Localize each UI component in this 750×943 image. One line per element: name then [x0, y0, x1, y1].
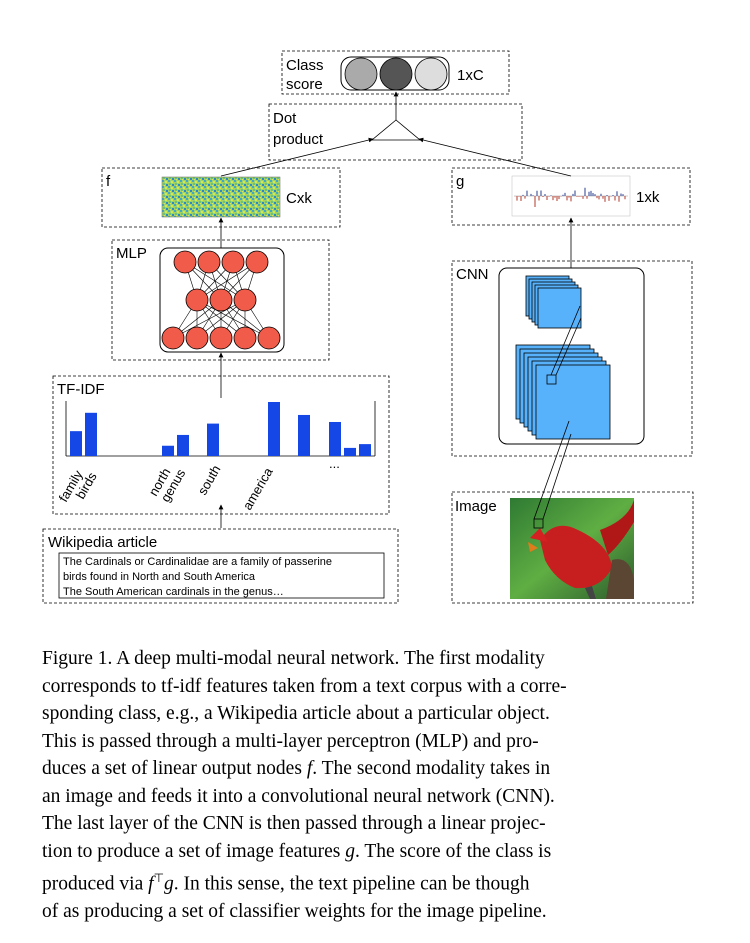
arrow-f-to-dot: [220, 137, 374, 177]
tfidf-bar: [359, 444, 371, 456]
class-dim-label: 1xC: [457, 67, 484, 84]
tfidf-bar: [70, 431, 82, 456]
wiki-label: Wikipedia article: [48, 534, 157, 551]
f-matrix: [161, 176, 281, 218]
mlp-node: [221, 250, 245, 274]
cnn-small-stack: [525, 275, 582, 329]
f-dim-label: Cxk: [286, 190, 312, 207]
dot-product-label-line2: product: [273, 131, 324, 148]
tfidf-label: TF-IDF: [57, 381, 104, 398]
mlp-box: MLP: [111, 239, 330, 361]
caption-line: sponding class, e.g., a Wikipedia articl…: [42, 703, 550, 724]
score-circle-2: [379, 57, 413, 91]
mlp-node: [209, 288, 233, 312]
f-box: f Cxk: [101, 167, 341, 228]
dot-product-box: Dot product: [268, 103, 523, 161]
caption-line: duces a set of linear output nodes f. Th…: [42, 758, 551, 779]
mlp-node: [257, 326, 281, 350]
cnn-box: CNN: [451, 260, 693, 457]
caption-line: The last layer of the CNN is then passed…: [42, 813, 546, 834]
arrow-g-to-dot: [418, 137, 572, 177]
mlp-node: [245, 250, 269, 274]
class-score-box: Class score 1xC: [281, 50, 510, 95]
tfidf-bar: [162, 445, 174, 456]
tfidf-bar: [85, 412, 97, 456]
mlp-node: [185, 288, 209, 312]
caption-line: an image and feeds it into a convolution…: [42, 785, 555, 807]
mlp-edge: [172, 299, 246, 339]
tfidf-tick-label: ...: [329, 456, 340, 471]
mlp-label: MLP: [116, 245, 147, 262]
cnn-feature-map-large: [535, 364, 611, 440]
g-spikes: [514, 187, 626, 208]
g-dim-label: 1xk: [636, 189, 660, 206]
tfidf-bars: [70, 402, 371, 456]
mlp-node: [233, 326, 257, 350]
wiki-line-2: birds found in North and South America: [63, 571, 256, 583]
caption-line: tion to produce a set of image features …: [42, 840, 552, 862]
mlp-node: [209, 326, 233, 350]
tfidf-bar: [177, 434, 189, 456]
caption-line: produced via f⊤g. In this sense, the tex…: [42, 871, 530, 895]
arrows: [218, 91, 574, 528]
caption-line: This is passed through a multi-layer per…: [42, 730, 539, 752]
mlp-edge: [196, 261, 258, 301]
mlp-node: [161, 326, 185, 350]
tfidf-bar: [329, 421, 341, 456]
mlp-node: [197, 250, 221, 274]
cnn-large-stack: [515, 344, 611, 440]
tfidf-bar: [268, 402, 280, 456]
mlp-node: [173, 250, 197, 274]
mlp-node: [233, 288, 257, 312]
wiki-textbox: [58, 552, 385, 599]
diagram: Class score 1xC Dot product f Cxk g 1xk …: [42, 50, 694, 604]
cardinal-photo: [510, 498, 634, 599]
tfidf-tick-label: america: [240, 464, 276, 512]
tfidf-bar: [207, 423, 219, 456]
tfidf-tick-label: south: [195, 462, 224, 497]
g-label: g: [456, 173, 464, 190]
mlp-node: [185, 326, 209, 350]
image-box: Image: [451, 420, 694, 604]
mlp-nodes: [161, 250, 281, 350]
caption-line: Figure 1. A deep multi-modal neural netw…: [42, 648, 545, 669]
wiki-line-1: The Cardinals or Cardinalidae are a fami…: [63, 556, 332, 568]
tfidf-bar: [344, 447, 356, 456]
figure-caption: Figure 1. A deep multi-modal neural netw…: [42, 645, 673, 926]
cnn-feature-map-small: [537, 287, 582, 329]
tfidf-bar: [298, 414, 310, 456]
score-circle-1: [344, 57, 378, 91]
cnn-label: CNN: [456, 266, 489, 283]
score-circle-3: [414, 57, 448, 91]
caption-line: corresponds to tf-idf features taken fro…: [42, 675, 567, 697]
image-label: Image: [455, 498, 497, 515]
cnn-kernel: [546, 374, 557, 385]
g-box: g 1xk: [451, 167, 691, 226]
dot-triangle: [370, 119, 422, 141]
wiki-line-3: The South American cardinals in the genu…: [63, 586, 284, 598]
dot-product-label-line1: Dot: [273, 110, 297, 127]
class-score-label-line2: score: [286, 76, 323, 93]
wiki-box: Wikipedia article The Cardinals or Cardi…: [42, 528, 399, 604]
f-label: f: [106, 173, 111, 190]
class-score-label-line1: Class: [286, 57, 324, 74]
caption-line: of as producing a set of classifier weig…: [42, 901, 547, 922]
